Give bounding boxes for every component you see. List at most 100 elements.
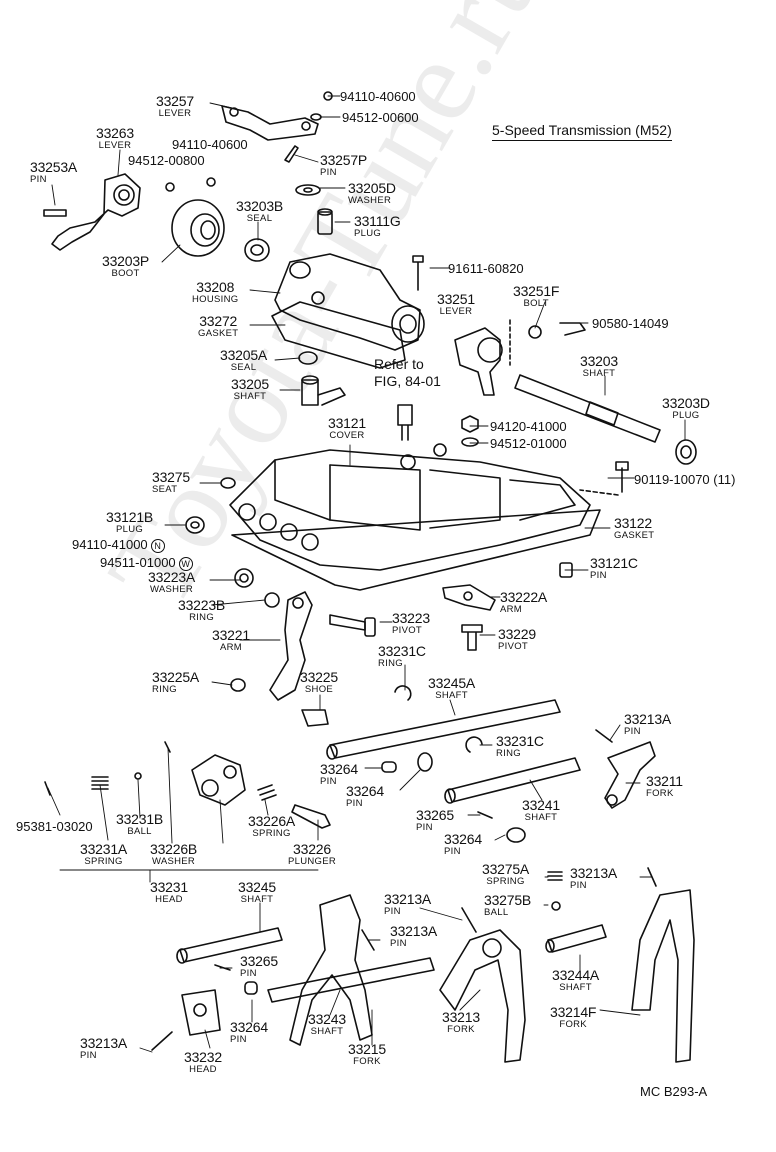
part-name: HEAD [189,1064,217,1075]
part-number: 33275 [152,469,190,485]
part-number: 33264 [444,831,482,847]
fork-33215-shape [289,894,373,1046]
std-part-number: 94511-01000 [100,555,176,570]
part-number: 33272 [199,313,238,329]
diagram-code: MC B293-A [640,1084,708,1099]
part-name: FORK [646,788,674,799]
std-part-94512-00600[interactable]: 94512-00600 [342,110,419,125]
part-number: 33213A [390,923,438,939]
std-part-95381-03020[interactable]: 95381-03020 [16,819,93,834]
part-number: 33251F [513,283,560,299]
part-name: SEAT [152,484,178,495]
part-number: 33205D [348,180,396,196]
std-part-94512-00800[interactable]: 94512-00800 [128,153,205,168]
part-name: WASHER [348,195,392,206]
std-part-94110-40600-top[interactable]: 94110-40600 [340,89,416,104]
part-number: 33203P [102,253,150,269]
part-number: 33203D [662,395,710,411]
std-part-94110-40600[interactable]: 94110-40600 [172,137,248,152]
part-number: 33213A [624,711,672,727]
part-number: 33226B [150,841,198,857]
std-part-90580-14049[interactable]: 90580-14049 [592,316,669,331]
part-name: PIN [416,822,433,833]
part-number: 33231C [496,733,544,749]
std-part-94512-01000[interactable]: 94512-01000 [490,436,567,451]
diagram-title: 5-Speed Transmission (M52) [492,122,672,141]
std-part-94120-41000[interactable]: 94120-41000 [490,419,567,434]
part-name: SHAFT [435,690,468,701]
part-name: SHAFT [582,368,616,379]
shaft-33241-shape [447,757,581,803]
part-number: 33121C [590,555,638,571]
std-part-90119-10070[interactable]: 90119-10070 (11) [634,472,736,487]
part-number: 33213A [384,891,432,907]
fork-33214F-shape [631,889,695,1063]
part-name: SHAFT [233,391,267,402]
part-number: 33264 [320,761,358,777]
std-part-91611-60820[interactable]: 91611-60820 [448,261,524,276]
